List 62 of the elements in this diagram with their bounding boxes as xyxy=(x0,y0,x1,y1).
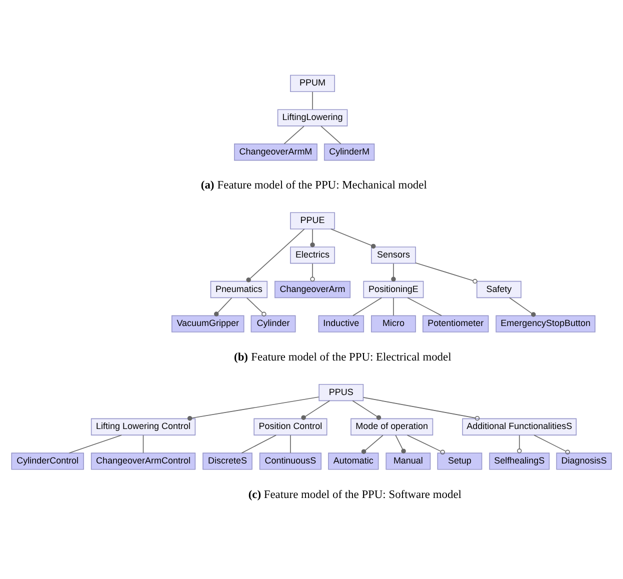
node-box: ChangeoverArm xyxy=(274,280,351,298)
node-box: Potentiometer xyxy=(422,315,489,332)
connector xyxy=(517,434,522,454)
connector xyxy=(320,126,342,144)
node-box: Mode of operation xyxy=(350,418,434,436)
node-box: VacuumGripper xyxy=(171,315,244,332)
node-box: Lifting Lowering Control xyxy=(90,418,196,436)
connector xyxy=(246,298,266,316)
node-box: ChangeoverArmControl xyxy=(90,452,196,470)
connector xyxy=(406,434,445,455)
connector xyxy=(395,434,406,454)
connector xyxy=(310,228,315,248)
connector xyxy=(290,434,291,454)
node-box: Additional FunctionalitiesS xyxy=(462,418,577,436)
connector xyxy=(415,262,478,284)
node-box: ChangeoverArmM xyxy=(234,144,318,161)
node-box: Micro xyxy=(370,315,416,332)
node-box: Safety xyxy=(476,280,522,298)
label: (b) Feature model of the PPU: Electrical model xyxy=(234,351,452,364)
node-box: EmergencyStopButton xyxy=(496,315,596,332)
node-box: Inductive xyxy=(318,315,364,332)
connector xyxy=(407,297,442,316)
connector xyxy=(214,298,232,316)
connector xyxy=(246,228,305,282)
node-box: DiagnosisS xyxy=(556,452,612,470)
connector xyxy=(187,396,320,421)
connector xyxy=(241,434,277,454)
node-box: SelfhealingS xyxy=(489,452,550,470)
connector xyxy=(352,297,382,316)
connector xyxy=(142,434,144,454)
connector xyxy=(310,263,315,282)
connector xyxy=(361,434,384,454)
connector xyxy=(330,228,376,249)
node-box: Manual xyxy=(386,452,431,470)
node-box: Electrics xyxy=(290,246,336,264)
connector xyxy=(509,297,536,317)
connector xyxy=(534,434,570,454)
node-box: CylinderM xyxy=(324,144,375,161)
node-box: PositioningE xyxy=(363,280,424,298)
node-box: Cylinder xyxy=(250,315,296,332)
node-box: PPUM xyxy=(290,74,336,92)
connector xyxy=(391,263,396,282)
node-box: PPUS xyxy=(318,384,364,402)
connector xyxy=(352,400,382,420)
connector xyxy=(362,397,480,421)
connector xyxy=(284,126,304,144)
label: (c) Feature model of the PPU: Software model xyxy=(248,488,462,501)
node-box: ContinuousS xyxy=(259,452,322,470)
node-box: PPUE xyxy=(290,212,336,230)
connector xyxy=(393,298,394,316)
label: (a) Feature model of the PPU: Mechanical model xyxy=(200,180,427,192)
node-box: Setup xyxy=(437,452,482,470)
connector xyxy=(68,434,122,454)
node-box: Position Control xyxy=(254,418,328,436)
connector xyxy=(312,91,313,110)
node-box: Pneumatics xyxy=(210,280,268,298)
connector xyxy=(301,400,330,420)
node-box: CylinderControl xyxy=(11,452,84,470)
node-box: LiftingLowering xyxy=(277,109,348,126)
node-box: Automatic xyxy=(328,452,379,470)
node-box: DiscreteS xyxy=(202,452,252,470)
node-box: Sensors xyxy=(370,246,416,264)
